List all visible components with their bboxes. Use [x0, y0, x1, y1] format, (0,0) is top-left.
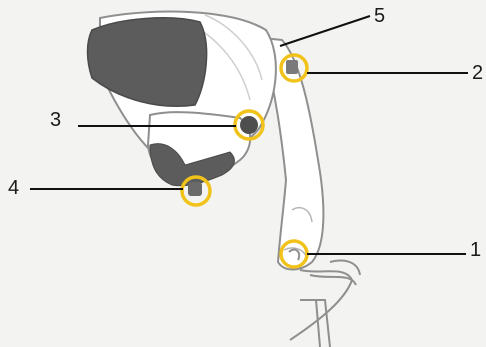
callout-label-4: 4: [8, 178, 19, 198]
eyepiece-cover: [88, 18, 207, 106]
callout-label-1: 1: [470, 240, 481, 260]
leader-line-5: [280, 16, 370, 46]
knob-3: [240, 116, 258, 134]
knob-4: [188, 182, 202, 196]
callout-label-5: 5: [374, 6, 385, 26]
clamp-base: [290, 261, 360, 347]
knob-2: [286, 60, 298, 74]
callout-label-3: 3: [50, 110, 61, 130]
callout-label-2: 2: [472, 63, 483, 83]
